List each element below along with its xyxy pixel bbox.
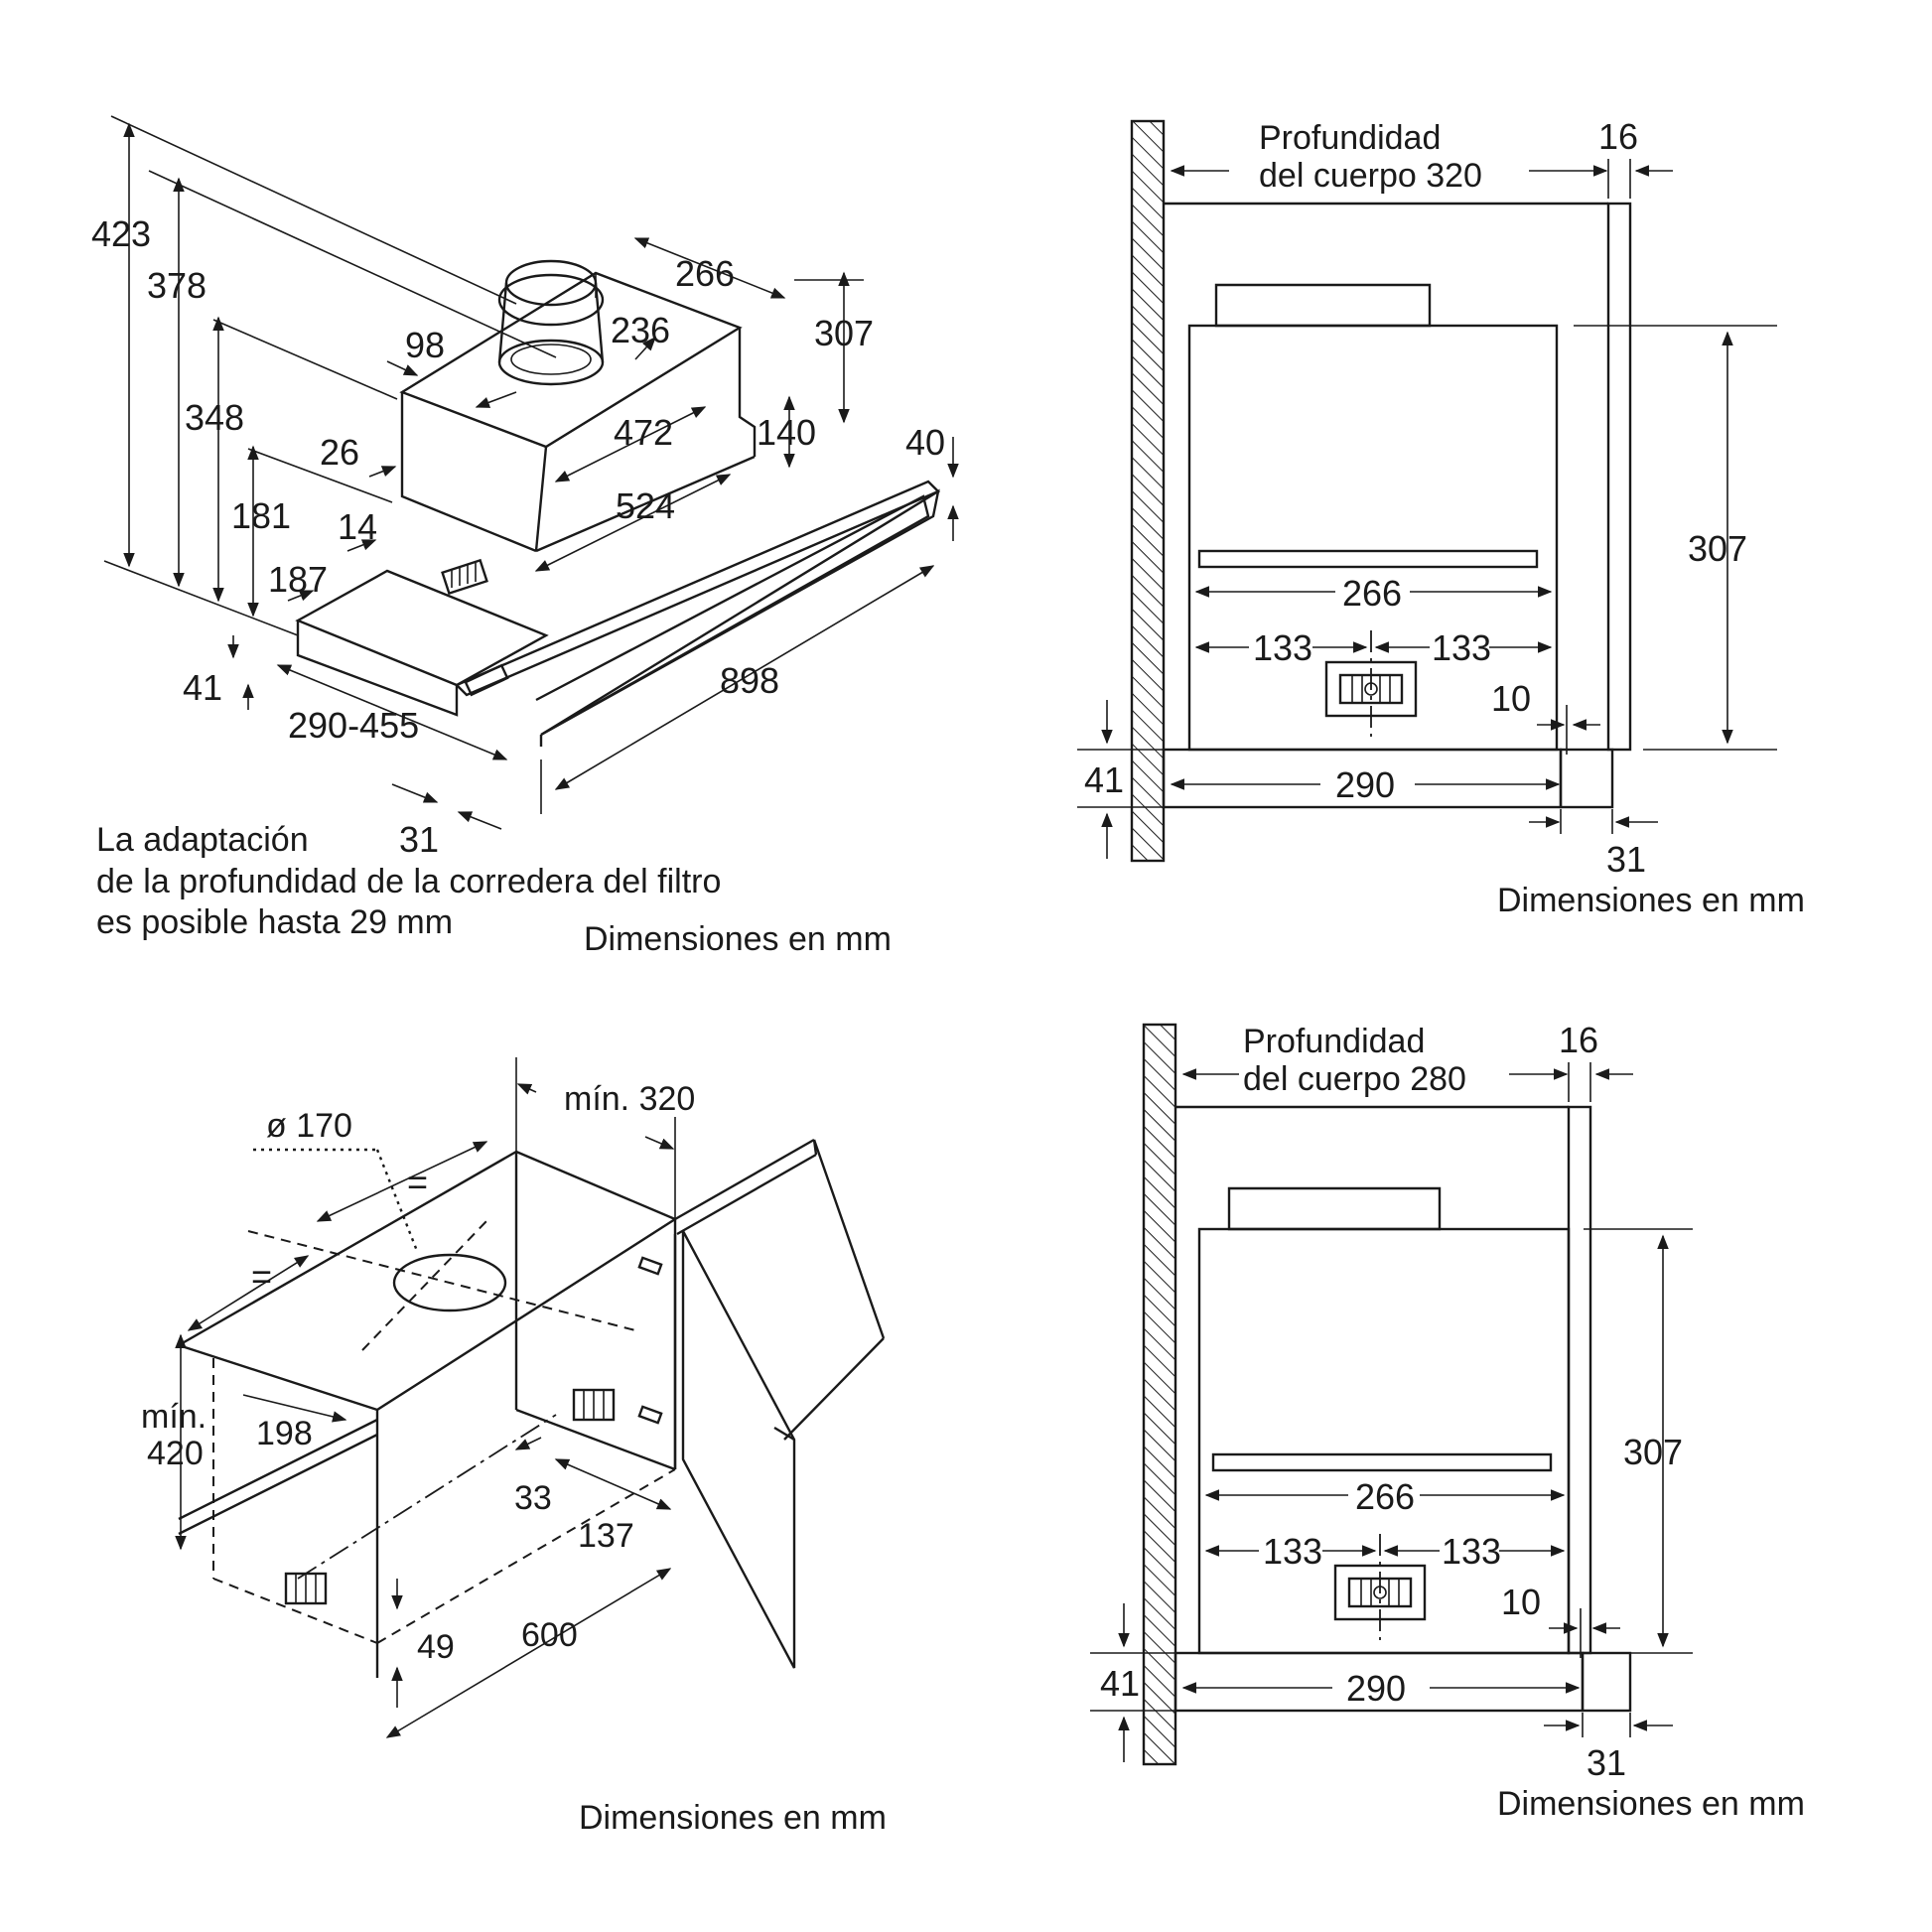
dim-49: 49 — [417, 1628, 455, 1666]
dim-16: 16 — [1598, 116, 1638, 157]
dim-133-left: 133 — [1253, 627, 1312, 668]
dim-290: 290 — [1335, 764, 1395, 805]
depth-label-line-2: del cuerpo 320 — [1259, 157, 1482, 195]
depth-label-line-1: Profundidad — [1243, 1023, 1425, 1060]
dim-98: 98 — [405, 325, 445, 365]
dim-41: 41 — [1100, 1663, 1140, 1704]
units-caption: Dimensiones en mm — [579, 1799, 887, 1837]
dim-41: 41 — [1084, 759, 1124, 800]
note-line-3: es posible hasta 29 mm — [96, 903, 453, 941]
dim-266: 266 — [1342, 573, 1402, 614]
depth-label-line-2: del cuerpo 280 — [1243, 1060, 1466, 1098]
grille-symbol — [441, 558, 488, 596]
units-caption: Dimensiones en mm — [1497, 1785, 1805, 1823]
dim-31: 31 — [1587, 1742, 1626, 1783]
dim-600: 600 — [521, 1616, 578, 1654]
dim-10: 10 — [1491, 678, 1531, 719]
dim-14: 14 — [338, 506, 377, 547]
dim-307: 307 — [1623, 1432, 1683, 1472]
dim-348: 348 — [185, 397, 244, 438]
dim-40: 40 — [905, 422, 945, 463]
dim-31: 31 — [1606, 839, 1646, 880]
dim-198: 198 — [256, 1415, 313, 1452]
depth-label-line-1: Profundidad — [1259, 119, 1441, 157]
diameter-label: ø 170 — [266, 1107, 352, 1145]
bracket-symbol — [572, 1388, 616, 1422]
dim-266: 266 — [675, 253, 735, 294]
dim-187: 187 — [268, 559, 328, 600]
dim-16: 16 — [1559, 1020, 1598, 1060]
dim-290-455: 290-455 — [288, 705, 419, 746]
dim-181: 181 — [231, 495, 291, 536]
dim-524: 524 — [616, 485, 675, 526]
dim-133-left: 133 — [1263, 1531, 1322, 1572]
min-320-label: mín. 320 — [564, 1080, 695, 1118]
dim-472: 472 — [614, 412, 673, 453]
min-420-label-line-2: 420 — [147, 1435, 204, 1472]
dim-33: 33 — [514, 1479, 552, 1517]
dim-137: 137 — [578, 1517, 634, 1555]
dim-26: 26 — [320, 432, 359, 473]
dim-290: 290 — [1346, 1668, 1406, 1709]
cabinet-installation-diagram: ø 170 mín. 320 = = mín. 420 198 33 137 4… — [141, 1057, 887, 1837]
side-section-280-diagram: Profundidad del cuerpo 280 16 307 266 13… — [1090, 1020, 1805, 1823]
dim-898: 898 — [720, 660, 779, 701]
dim-307: 307 — [1688, 528, 1747, 569]
isometric-hood-diagram: 423 378 348 181 187 41 98 26 14 266 236 … — [91, 115, 959, 958]
bracket-symbol-2 — [284, 1572, 328, 1605]
dim-31: 31 — [399, 819, 439, 860]
dim-266: 266 — [1355, 1476, 1415, 1517]
dim-41: 41 — [183, 667, 222, 708]
note-line-2: de la profundidad de la corredera del fi… — [96, 863, 721, 900]
equal-sign-2: = — [251, 1256, 272, 1297]
min-420-label-line-1: mín. — [141, 1398, 207, 1436]
dim-423: 423 — [91, 213, 151, 254]
side-section-320-diagram: Profundidad del cuerpo 320 16 307 266 13… — [1077, 116, 1805, 919]
note-line-1: La adaptación — [96, 821, 309, 859]
dim-140: 140 — [757, 412, 816, 453]
dim-307: 307 — [814, 313, 874, 353]
units-caption: Dimensiones en mm — [1497, 882, 1805, 919]
dim-10: 10 — [1501, 1582, 1541, 1622]
dim-133-right: 133 — [1432, 627, 1491, 668]
equal-sign-1: = — [407, 1162, 428, 1202]
dim-378: 378 — [147, 265, 207, 306]
units-caption: Dimensiones en mm — [584, 920, 892, 958]
dim-133-right: 133 — [1442, 1531, 1501, 1572]
dim-236: 236 — [611, 310, 670, 350]
